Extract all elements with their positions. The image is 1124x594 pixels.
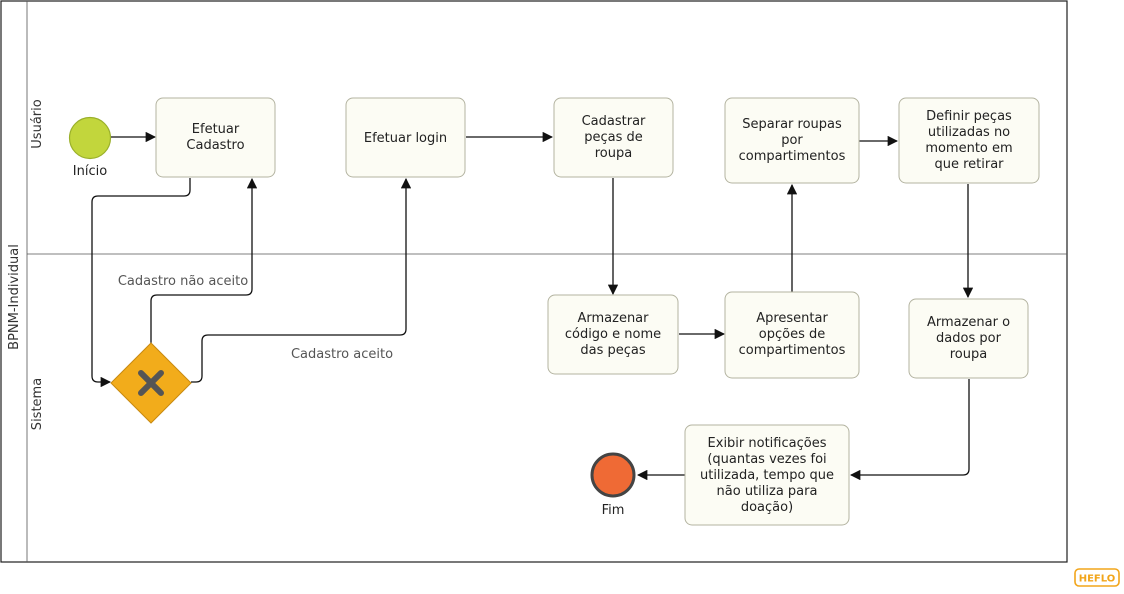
task-armazenar-dados[interactable]: Armazenar o dados por roupa bbox=[908, 298, 1029, 379]
task-label-efetuar-cadastro-line-2: Cadastro bbox=[186, 138, 244, 153]
logo-frame bbox=[1074, 568, 1120, 587]
logo-text: HEFLO bbox=[1079, 574, 1116, 585]
task-label-armazenar-codigo-line-1: Armazenar bbox=[577, 311, 649, 326]
task-label-exibir-line-3: utilizada, tempo que bbox=[700, 468, 834, 483]
task-label-separar-line-3: compartimentos bbox=[739, 149, 846, 164]
task-label-apresentar-line-1: Apresentar bbox=[756, 311, 828, 326]
task-label-cadastrar-line-1: Cadastrar bbox=[582, 114, 646, 129]
task-label-efetuar-login: Efetuar login bbox=[364, 131, 447, 146]
flow-gateway-nao-aceito bbox=[150, 177, 258, 343]
task-label-separar-line-2: por bbox=[781, 133, 803, 148]
flow-gateway-aceito bbox=[191, 177, 412, 383]
pool-label: BPNM-Individual bbox=[7, 244, 22, 350]
heflo-logo: HEFLO bbox=[1074, 568, 1120, 587]
task-label-definir-line-3: momento em bbox=[925, 141, 1012, 156]
end-event[interactable] bbox=[590, 452, 636, 498]
flow-label-cadastro-nao-aceito: Cadastro não aceito bbox=[118, 274, 248, 289]
task-label-definir-line-1: Definir peças bbox=[926, 109, 1012, 124]
task-label-armazenar-dados-line-3: roupa bbox=[950, 347, 987, 362]
flow-label-cadastro-aceito: Cadastro aceito bbox=[291, 347, 393, 362]
task-efetuar-login[interactable]: Efetuar login bbox=[345, 97, 466, 178]
task-label-exibir-line-5: doação) bbox=[741, 500, 793, 515]
end-event-circle bbox=[590, 452, 636, 498]
task-label-armazenar-dados-line-1: Armazenar o bbox=[927, 315, 1010, 330]
task-cadastrar-pecas[interactable]: Cadastrar peças de roupa bbox=[553, 97, 674, 178]
lane-label-sistema: Sistema bbox=[30, 378, 45, 430]
task-label-definir-line-2: utilizadas no bbox=[928, 125, 1010, 140]
task-label-armazenar-codigo-line-2: código e nome bbox=[565, 327, 661, 342]
task-label-cadastrar-line-2: peças de bbox=[584, 130, 643, 145]
exclusive-gateway[interactable] bbox=[110, 342, 192, 424]
task-label-efetuar-cadastro-line-1: Efetuar bbox=[192, 122, 240, 137]
start-event-label: Início bbox=[73, 164, 107, 179]
task-efetuar-cadastro[interactable]: Efetuar Cadastro bbox=[155, 97, 276, 178]
task-label-exibir-line-4: não utiliza para bbox=[717, 484, 818, 499]
task-label-apresentar-line-3: compartimentos bbox=[739, 343, 846, 358]
task-label-definir-line-4: que retirar bbox=[934, 157, 1004, 172]
gateway-x-icon bbox=[138, 370, 164, 396]
task-label-exibir-line-2: (quantas vezes foi bbox=[707, 452, 826, 467]
task-armazenar-codigo[interactable]: Armazenar código e nome das peças bbox=[547, 294, 679, 375]
sequence-flows bbox=[91, 131, 974, 481]
start-event-circle bbox=[68, 116, 112, 160]
start-event[interactable] bbox=[68, 116, 112, 160]
task-label-exibir-line-1: Exibir notificações bbox=[708, 436, 827, 451]
flow-cadastro-to-gateway bbox=[91, 178, 191, 388]
task-label-apresentar-line-2: opções de bbox=[759, 327, 825, 342]
task-separar-roupas[interactable]: Separar roupas por compartimentos bbox=[724, 97, 860, 184]
task-label-armazenar-dados-line-2: dados por bbox=[936, 331, 1002, 346]
task-label-cadastrar-line-3: roupa bbox=[595, 146, 632, 161]
task-exibir-notificacoes[interactable]: Exibir notificações (quantas vezes foi u… bbox=[684, 424, 850, 526]
task-apresentar-opcoes[interactable]: Apresentar opções de compartimentos bbox=[724, 291, 860, 379]
task-definir-pecas[interactable]: Definir peças utilizadas no momento em q… bbox=[898, 97, 1040, 184]
lane-label-usuario: Usuário bbox=[30, 99, 45, 148]
pool-frame bbox=[0, 0, 1068, 563]
flow-armazenar-dados-to-exibir bbox=[849, 379, 970, 481]
end-event-label: Fim bbox=[602, 503, 625, 518]
task-label-armazenar-codigo-line-3: das peças bbox=[580, 343, 645, 358]
task-label-separar-line-1: Separar roupas bbox=[742, 117, 842, 132]
